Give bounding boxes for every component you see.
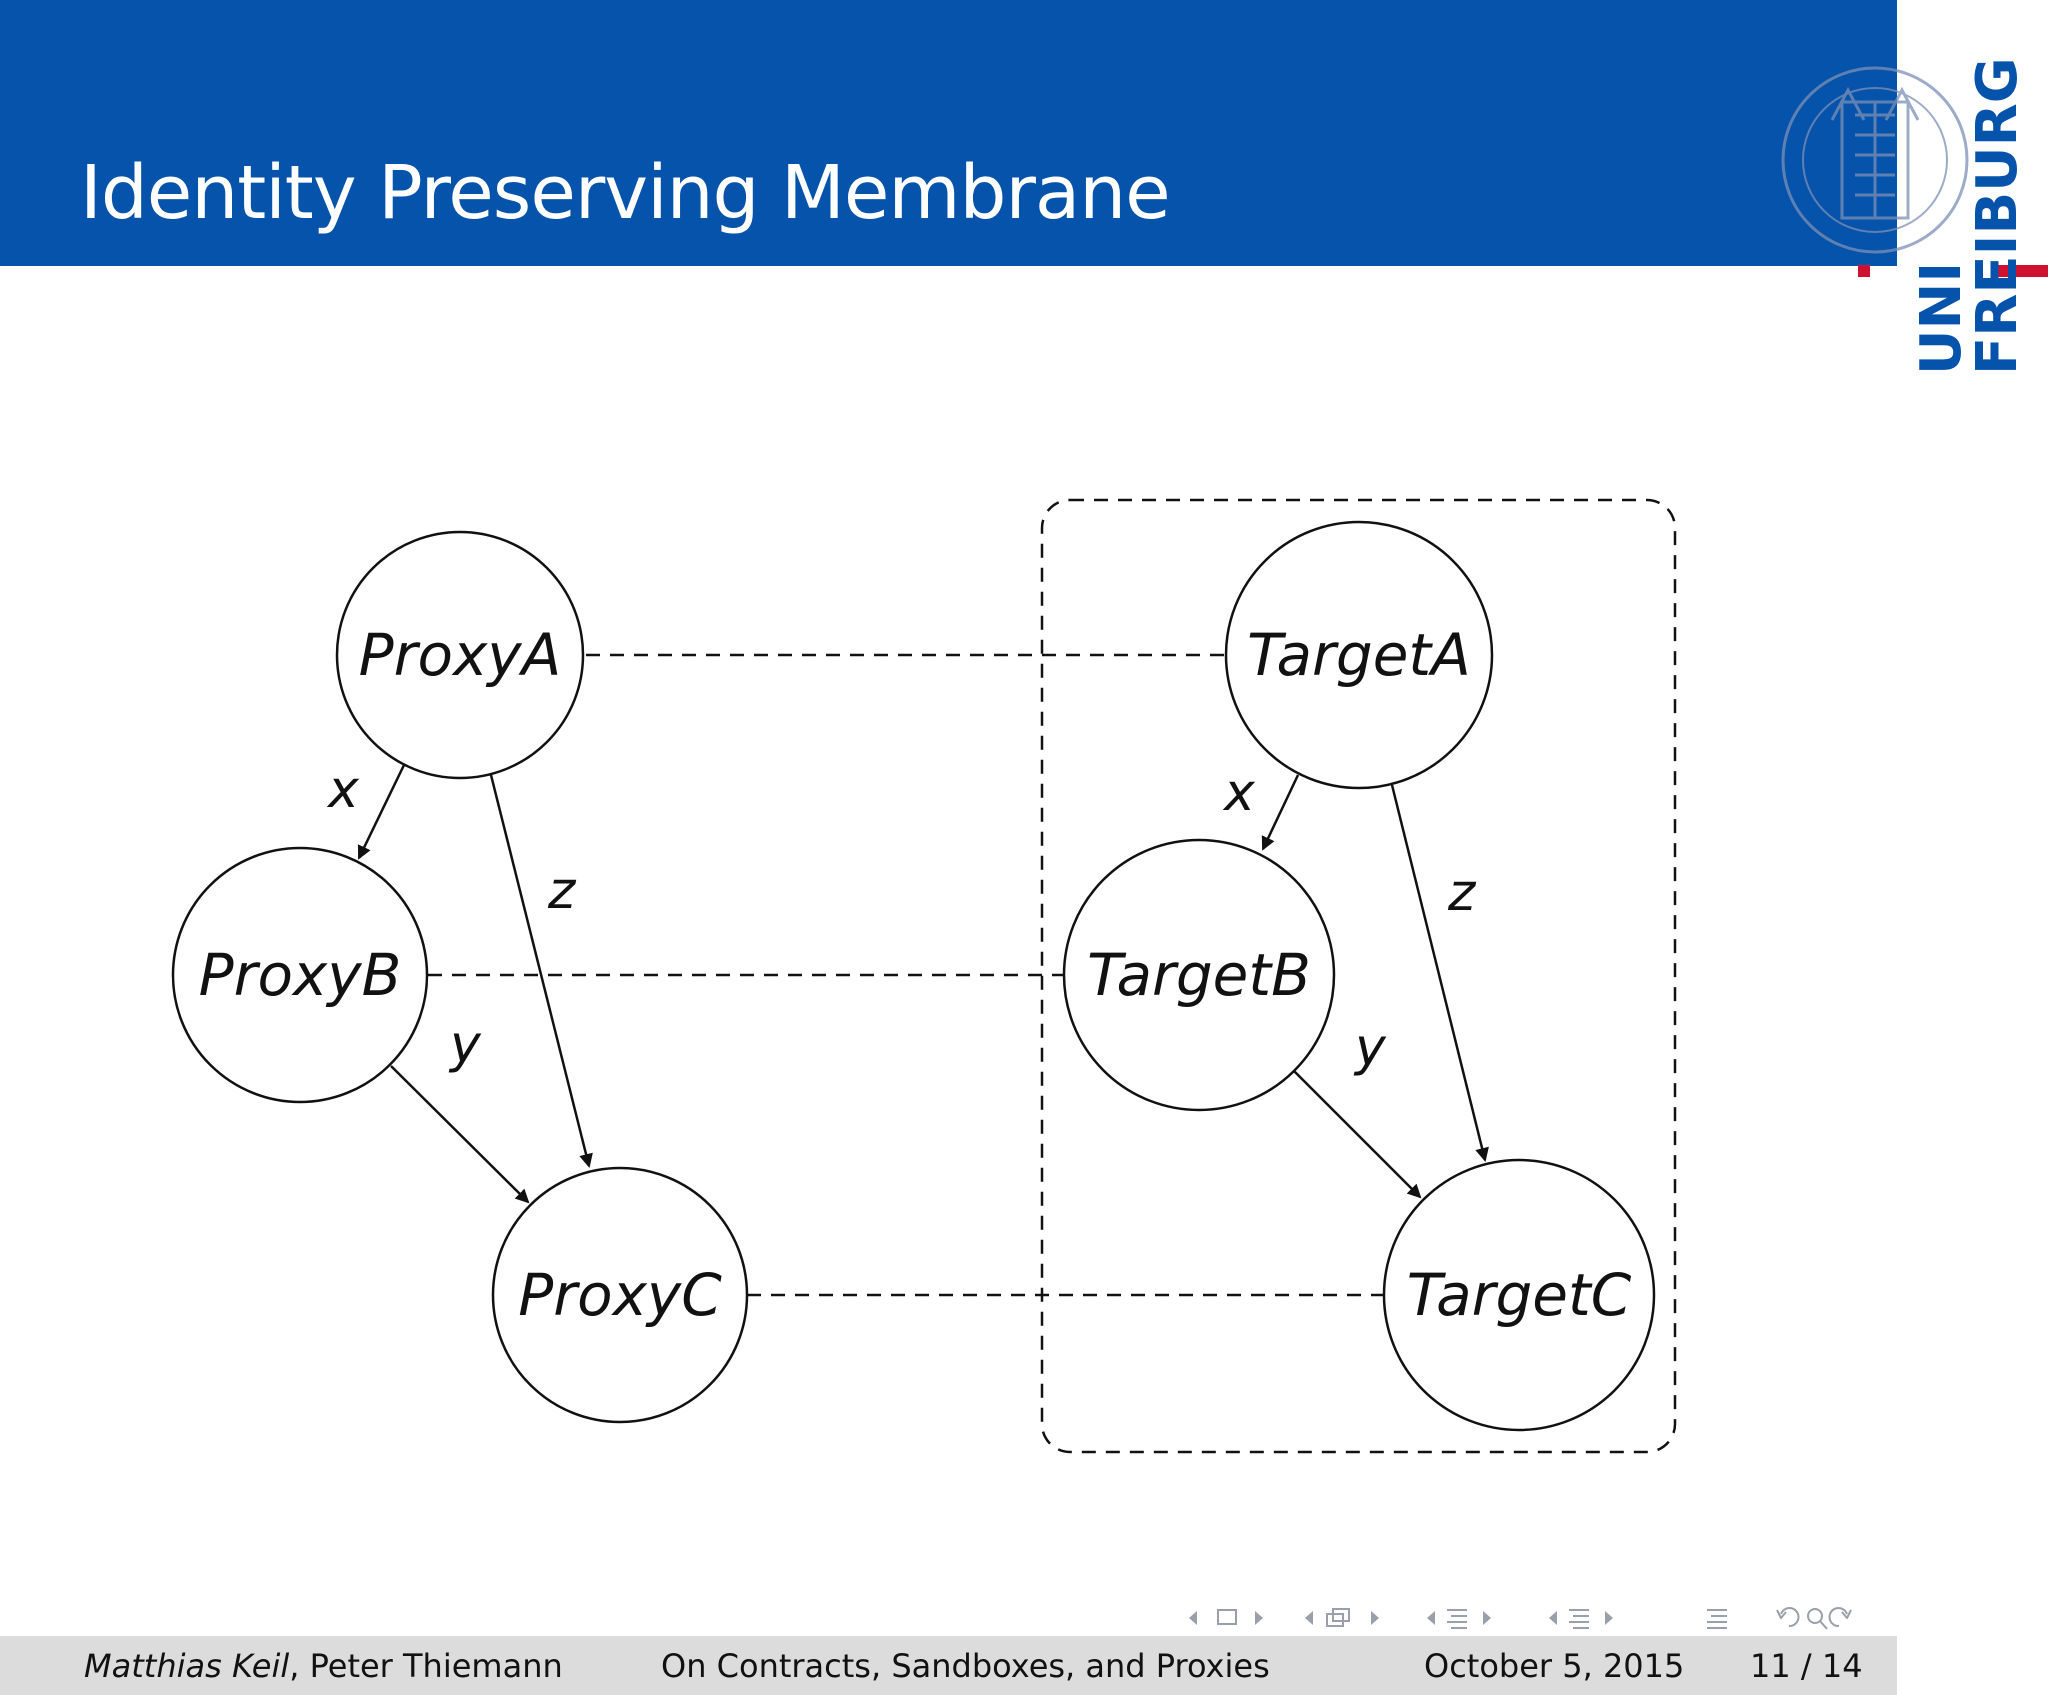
edge-label-proxy-z: z	[547, 861, 577, 921]
footer-page-number: 11 / 14	[1750, 1647, 1863, 1685]
search-icon[interactable]	[1807, 1608, 1828, 1630]
nav-prev-doc-icon[interactable]	[1549, 1611, 1557, 1625]
edge-targeta-targetb	[1261, 774, 1300, 851]
edge-proxya-proxyb	[357, 764, 406, 860]
forward-icon[interactable]	[1828, 1607, 1852, 1628]
subsection-icon[interactable]	[1326, 1608, 1350, 1627]
edge-targeta-targetc	[1390, 784, 1489, 1162]
edge-targetb-targetc	[1292, 1069, 1422, 1199]
footer-author-primary: Matthias Keil	[84, 1647, 290, 1685]
slide-title: Identity Preserving Membrane	[80, 150, 1171, 236]
node-target-b: TargetB	[1062, 838, 1336, 1112]
footer-author-secondary: , Peter Thiemann	[289, 1647, 563, 1685]
nav-next-doc-icon[interactable]	[1605, 1611, 1613, 1625]
footer-bar	[0, 1636, 1897, 1695]
edge-label-target-y: y	[1353, 1018, 1387, 1078]
university-logo: UNI FREIBURG	[1781, 57, 2048, 375]
node-target-c-label: TargetC	[1407, 1261, 1632, 1329]
logo-text-freiburg: FREIBURG	[1965, 57, 2030, 375]
wordmark-red-bar-right	[1992, 265, 2048, 277]
nav-next-frame-icon[interactable]	[1255, 1611, 1263, 1625]
edge-proxya-proxyc	[489, 774, 593, 1168]
logo-text-uni: UNI	[1909, 262, 1974, 375]
node-proxy-c: ProxyC	[491, 1166, 749, 1424]
edge-proxyb-proxyc	[390, 1065, 530, 1204]
node-target-a-label: TargetA	[1247, 621, 1471, 689]
toc-icon[interactable]	[1707, 1609, 1727, 1629]
footer-date: October 5, 2015	[1424, 1647, 1685, 1685]
section-icon[interactable]	[1447, 1609, 1467, 1629]
edge-label-proxy-x: x	[326, 760, 360, 820]
header-band	[0, 0, 1897, 266]
node-proxy-b: ProxyB	[171, 846, 429, 1104]
footer-authors: Matthias Keil, Peter Thiemann	[84, 1647, 563, 1685]
edge-label-proxy-y: y	[448, 1015, 482, 1075]
university-wordmark: UNI FREIBURG	[1858, 57, 2048, 375]
node-proxy-c-label: ProxyC	[518, 1261, 722, 1329]
node-target-c: TargetC	[1382, 1158, 1656, 1432]
edge-label-target-z: z	[1447, 863, 1477, 923]
nav-prev-section-icon[interactable]	[1427, 1611, 1435, 1625]
node-target-b-label: TargetB	[1087, 941, 1311, 1009]
node-target-a: TargetA	[1224, 520, 1494, 790]
footer-title: On Contracts, Sandboxes, and Proxies	[661, 1647, 1270, 1685]
back-icon[interactable]	[1776, 1607, 1800, 1628]
nav-next-section-icon[interactable]	[1483, 1611, 1491, 1625]
university-seal	[1781, 66, 1969, 254]
frame-icon[interactable]	[1217, 1609, 1237, 1625]
wordmark-red-bar-left	[1858, 265, 1870, 277]
edge-label-target-x: x	[1222, 763, 1256, 823]
document-icon[interactable]	[1569, 1609, 1589, 1629]
node-proxy-b-label: ProxyB	[199, 941, 402, 1009]
node-proxy-a: ProxyA	[335, 530, 585, 780]
nav-next-subsection-icon[interactable]	[1371, 1611, 1379, 1625]
nav-prev-subsection-icon[interactable]	[1305, 1611, 1313, 1625]
beamer-navigation	[1189, 1607, 1852, 1630]
nav-prev-frame-icon[interactable]	[1189, 1611, 1197, 1625]
node-proxy-a-label: ProxyA	[359, 621, 562, 689]
